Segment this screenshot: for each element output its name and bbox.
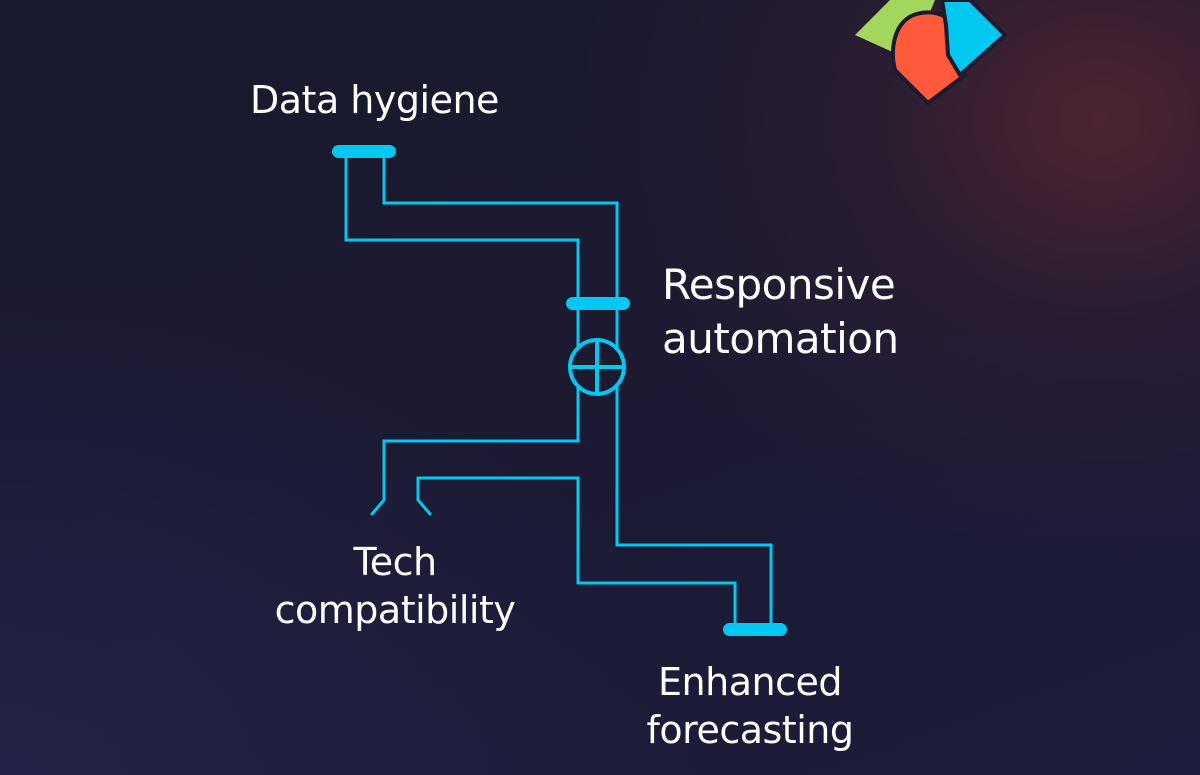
flange-enhanced-forecasting [723, 623, 787, 636]
label-enhanced-forecasting-line-2: forecasting [646, 708, 854, 752]
pipe-branch-tech [416, 476, 737, 630]
flange-responsive-automation [566, 297, 630, 310]
label-responsive-automation: Responsive automation [662, 258, 899, 366]
label-data-hygiene: Data hygiene [250, 78, 499, 122]
label-responsive-automation-line-1: Responsive [662, 260, 896, 309]
label-tech-compatibility-line-2: compatibility [274, 588, 516, 632]
label-tech-compatibility: Tech compatibility [250, 538, 540, 634]
label-responsive-automation-line-2: automation [662, 314, 899, 363]
brand-logo-icon [855, 0, 1007, 105]
label-enhanced-forecasting: Enhanced forecasting [620, 658, 880, 754]
pipe-top-outer [344, 154, 580, 516]
valve-icon [568, 338, 626, 396]
label-enhanced-forecasting-line-1: Enhanced [658, 660, 842, 704]
flange-data-hygiene [332, 145, 396, 158]
pipe-top-inner [382, 154, 773, 630]
label-tech-compatibility-line-1: Tech [353, 540, 437, 584]
